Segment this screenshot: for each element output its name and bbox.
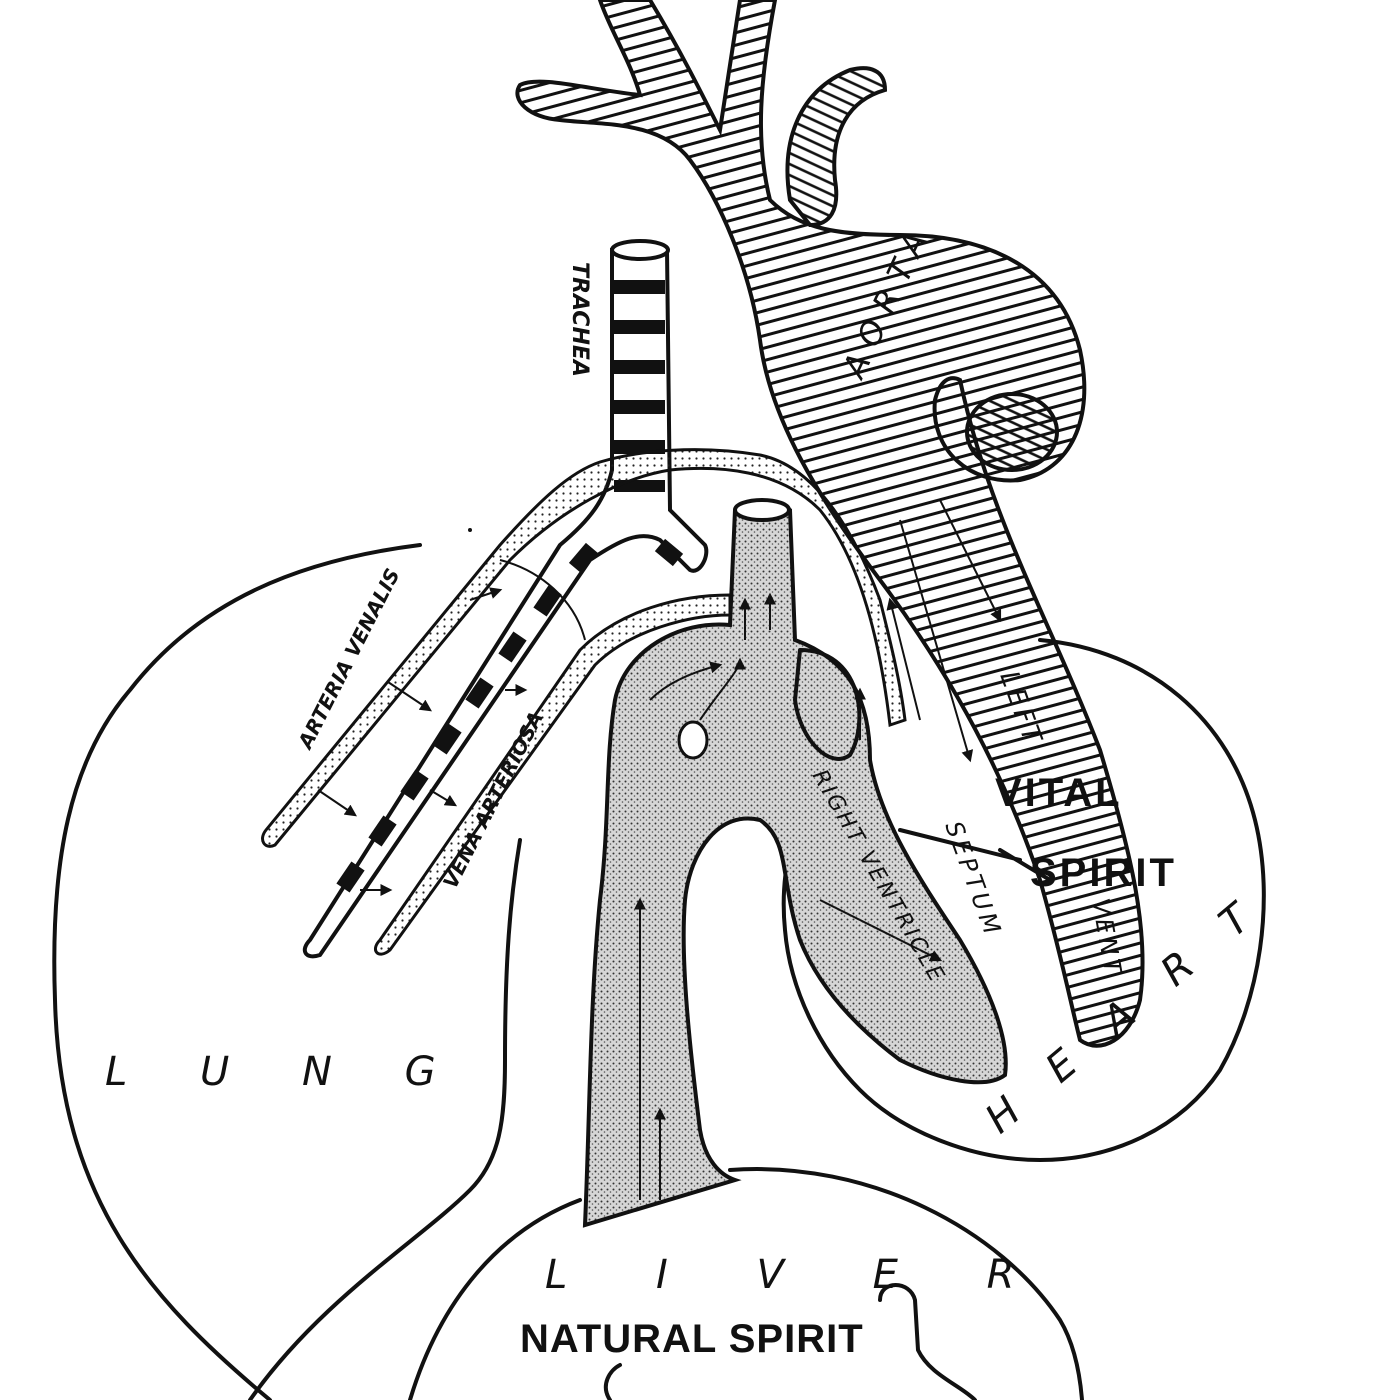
- flow-arrows: [634, 592, 943, 1200]
- label-lung: L U N G: [105, 1049, 466, 1095]
- liver-outline: [408, 1167, 1084, 1400]
- label-trachea: TRACHEA: [567, 262, 592, 377]
- label-arteria-venalis: ARTERIA VENALIS: [292, 564, 404, 754]
- liver-vessel: [603, 1283, 977, 1400]
- label-vital: VITAL: [995, 771, 1123, 815]
- heart-outline: [781, 638, 1266, 1162]
- connectors: [317, 559, 586, 896]
- vena-arteriosa: [374, 593, 732, 956]
- aorta-loop-inner: [793, 648, 862, 761]
- aorta-branch: [785, 66, 888, 228]
- vena-cava: [582, 500, 1008, 1228]
- lung-outline: [52, 528, 522, 1400]
- foramen: [677, 720, 709, 760]
- arteria-venalis: [261, 448, 907, 848]
- septum-line: [898, 828, 1052, 882]
- aorta-arrows: [886, 499, 1002, 763]
- label-liver: L I V E R: [545, 1252, 1052, 1298]
- aorta: [515, 0, 1145, 1048]
- label-natural-spirit: NATURAL SPIRIT: [520, 1317, 864, 1361]
- vena-cava-top: [733, 498, 791, 522]
- label-spirit: SPIRIT: [1030, 851, 1177, 895]
- trachea: [302, 239, 709, 959]
- aorta-cut-end: [965, 392, 1059, 472]
